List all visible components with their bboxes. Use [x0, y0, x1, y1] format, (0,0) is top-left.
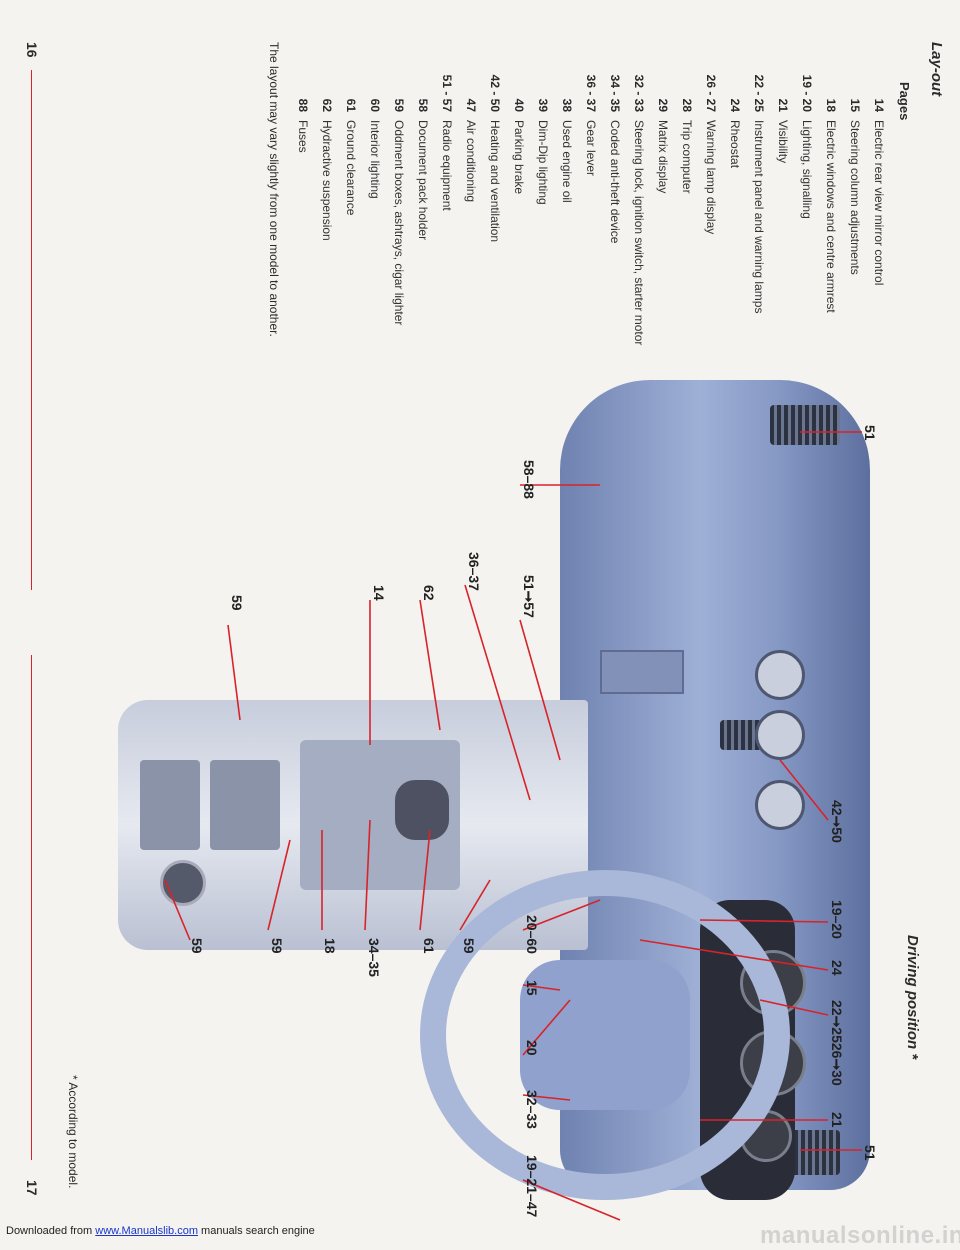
callout-label: 51 — [862, 425, 878, 441]
leader-line — [364, 819, 371, 931]
leader-line — [522, 899, 601, 931]
leader-line — [522, 1094, 571, 1101]
watermark: manualsonline.info — [760, 1222, 960, 1249]
callout-label: 19–20 — [829, 900, 845, 939]
callout-label: 22➞2526➞30 — [829, 1000, 845, 1086]
leader-line — [699, 919, 829, 923]
callout-label: 51 — [862, 1145, 878, 1161]
leader-line — [759, 999, 829, 1016]
callout-label: 59 — [229, 595, 245, 611]
leader-line — [227, 624, 241, 721]
storage-compartment — [140, 760, 200, 850]
leader-line — [459, 879, 491, 931]
ashtray — [210, 760, 280, 850]
callout-label: 42➞50 — [829, 800, 845, 843]
cigar-lighter — [160, 860, 206, 906]
steering-wheel-hub — [520, 960, 690, 1110]
leader-line — [519, 619, 561, 761]
callout-label: 18 — [322, 938, 338, 954]
callout-label: 59 — [461, 938, 477, 954]
glovebox-lock — [600, 650, 684, 694]
gear-lever — [395, 780, 449, 840]
leader-line — [779, 759, 829, 821]
control-knob — [755, 650, 805, 700]
credit-prefix: Downloaded from — [6, 1225, 96, 1237]
leader-line — [464, 584, 531, 801]
callout-label: 59 — [189, 938, 205, 954]
control-knob — [755, 710, 805, 760]
callout-label: 34–35 — [366, 938, 382, 977]
callout-label: 20 — [524, 1040, 540, 1056]
leader-line — [419, 599, 441, 731]
callout-label: 21 — [829, 1112, 845, 1128]
control-knob — [755, 780, 805, 830]
right-rule — [31, 655, 32, 1160]
left-rule — [31, 70, 32, 590]
callout-label: 36–37 — [466, 552, 482, 591]
callout-label: 61 — [421, 938, 437, 954]
vent-left — [770, 405, 840, 445]
callout-label: 58–88 — [521, 460, 537, 499]
callout-label: 14 — [371, 585, 387, 601]
callout-label: 51➞57 — [521, 575, 537, 618]
leader-line — [522, 999, 571, 1056]
callout-label: 15 — [524, 980, 540, 996]
callout-label: 59 — [269, 938, 285, 954]
callout-label: 24 — [829, 960, 845, 976]
leader-line — [267, 839, 291, 931]
download-credit: Downloaded from www.Manualslib.com manua… — [6, 1225, 315, 1237]
callout-label: 32–33 — [524, 1090, 540, 1129]
leader-line — [639, 939, 829, 971]
leader-line — [164, 879, 191, 941]
manualslib-link[interactable]: www.Manualslib.com — [95, 1225, 198, 1237]
leader-line — [419, 829, 431, 931]
leader-line — [522, 1179, 621, 1221]
callout-label: 62 — [421, 585, 437, 601]
leader-line — [522, 984, 561, 991]
callout-label: 20–60 — [524, 915, 540, 954]
callout-label: 19–21–47 — [524, 1155, 540, 1218]
credit-suffix: manuals search engine — [197, 1225, 315, 1237]
